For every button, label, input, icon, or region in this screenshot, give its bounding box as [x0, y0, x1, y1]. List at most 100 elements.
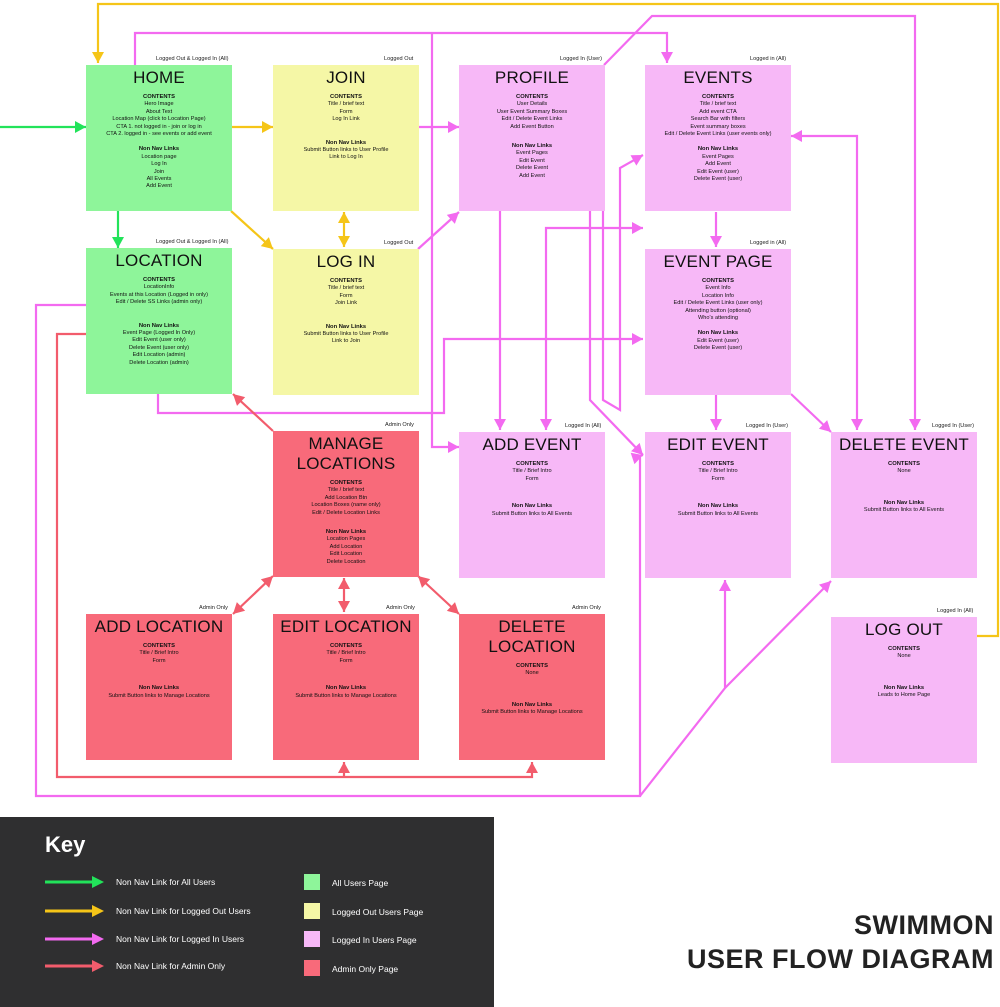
arrowhead: [262, 121, 273, 133]
logout-links-heading: Non Nav Links: [883, 684, 925, 691]
editlocation-links-item: Submit Button links to Manage Locations: [295, 692, 397, 699]
events-contents-item: Title / brief text: [699, 101, 737, 108]
profile-to-events-connector: [601, 154, 644, 412]
profile-contents-item: User Details: [516, 101, 548, 108]
logout-access-tag: Logged In (All): [937, 608, 974, 614]
arrowhead: [710, 236, 722, 247]
events-links-item: Delete Event (user): [693, 176, 743, 183]
home-contents-item: Hero Image: [144, 101, 174, 108]
events-contents-item: Add event CTA: [699, 108, 737, 115]
events-contents-item: Search Bar with filters: [690, 116, 746, 123]
legend-label-admin: Non Nav Link for Admin Only: [116, 961, 226, 971]
arrowhead: [661, 52, 673, 63]
home-links-item: All Events: [146, 176, 172, 183]
editevent-links-item: Submit Button links to All Events: [677, 510, 759, 517]
join-links-item: Link to Log In: [329, 154, 363, 161]
profile-links-item: Add Event: [519, 172, 545, 179]
profile-links-item: Edit Event: [519, 157, 545, 164]
addevent-contents-heading: CONTENTS: [516, 461, 548, 467]
profile-title: PROFILE: [494, 68, 570, 87]
home-links-item: Join: [153, 168, 165, 175]
eventpage-contents-item: Location Info: [701, 292, 735, 299]
events-contents-heading: CONTENTS: [702, 94, 734, 100]
join-links-item: Submit Button links to User Profile: [303, 147, 389, 154]
home-links-item: Add Event: [146, 183, 172, 190]
location-links-item: Edit Event (user only): [132, 337, 186, 344]
legend-swatch-label-all-users: All Users Page: [332, 878, 389, 888]
logout-to-home-connector: [96, 2, 1000, 638]
addlocation-contents-item: Title / Brief Intro: [139, 650, 179, 657]
deletelocation-access-tag: Admin Only: [572, 605, 601, 611]
arrowhead: [851, 419, 863, 430]
addevent-contents-item: Title / Brief Intro: [512, 468, 552, 475]
location-links-item: Delete Event (user only): [128, 344, 189, 351]
login-title: LOG IN: [316, 252, 376, 271]
managelocations-access-tag: Admin Only: [385, 422, 414, 428]
location-title: LOCATION: [115, 251, 203, 270]
arrowhead: [260, 576, 273, 588]
join-contents-item: Form: [339, 108, 353, 115]
addlocation-access-tag: Admin Only: [199, 605, 228, 611]
arrowhead: [909, 419, 921, 430]
login-access-tag: Logged Out: [384, 240, 414, 246]
deleteevent-contents-item: None: [897, 468, 911, 475]
legend-title: Key: [45, 832, 86, 857]
deleteevent-access-tag: Logged In (User): [932, 423, 974, 429]
arrowhead: [338, 236, 350, 247]
location-to-deleteevent-connector: [724, 580, 832, 689]
editevent-title: EDIT EVENT: [667, 435, 769, 454]
legend-swatch-logged-out: [304, 903, 320, 919]
deleteevent-contents-heading: CONTENTS: [888, 461, 920, 467]
arrowhead: [233, 394, 246, 406]
managelocations-links-item: Location Pages: [326, 536, 366, 543]
arrowhead: [540, 419, 552, 430]
arrowhead: [632, 333, 643, 345]
editlocation-contents-item: Form: [339, 657, 353, 664]
addlocation-links-item: Submit Button links to Manage Locations: [108, 692, 210, 699]
diagram-branding: SWIMMON USER FLOW DIAGRAM: [687, 908, 994, 976]
addevent-links-item: Submit Button links to All Events: [491, 510, 573, 517]
managelocations-links-item: Add Location: [329, 543, 363, 550]
arrowhead: [446, 602, 459, 614]
arrowhead: [112, 237, 124, 248]
arrowhead: [494, 419, 506, 430]
events-title: EVENTS: [683, 68, 753, 87]
arrowhead: [448, 121, 459, 133]
legend-swatch-label-logged-in: Logged In Users Page: [332, 935, 417, 945]
profile-to-editevent-connector: [588, 211, 644, 456]
managelocations-contents-item: Edit / Delete Location Links: [312, 509, 380, 516]
legend-label-all-users: Non Nav Link for All Users: [116, 877, 216, 887]
home-to-events-connector: [133, 31, 669, 65]
deletelocation-links-item: Submit Button links to Manage Locations: [481, 709, 583, 716]
home-to-addevent-connector: [430, 33, 459, 449]
arrowhead: [338, 601, 350, 612]
profile-links-heading: Non Nav Links: [511, 143, 553, 150]
arrowhead: [338, 762, 350, 773]
editevent-links-heading: Non Nav Links: [697, 503, 739, 510]
join-access-tag: Logged Out: [384, 56, 414, 62]
events-links-item: Edit Event (user): [697, 168, 739, 175]
addlocation-contents-item: Form: [152, 657, 166, 664]
events-deleteevent-connector: [791, 134, 859, 430]
login-contents-item: Title / brief text: [327, 285, 365, 292]
editevent-contents-item: Form: [711, 475, 725, 482]
home-links-item: Location page: [141, 153, 177, 160]
brand-title: SWIMMON: [854, 910, 994, 940]
editevent-contents-heading: CONTENTS: [702, 461, 734, 467]
